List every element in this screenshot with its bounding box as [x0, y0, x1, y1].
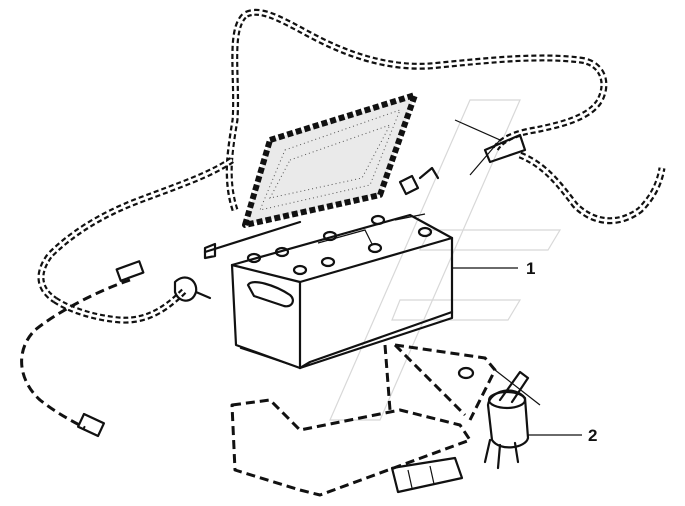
battery — [230, 213, 454, 370]
watermark-logo — [329, 99, 562, 421]
callout-1: 1 — [452, 259, 535, 278]
battery-cover — [242, 92, 418, 228]
cable-clamp — [454, 119, 527, 176]
battery-terminals — [246, 214, 433, 276]
callout-1-label: 1 — [526, 259, 535, 278]
terminal-hardware — [203, 166, 440, 260]
mounting-bracket — [230, 343, 497, 497]
callout-2: 2 — [528, 426, 597, 445]
callout-2-label: 2 — [588, 426, 597, 445]
battery-switch — [483, 369, 541, 470]
ground-cable — [20, 260, 212, 438]
cable-harness — [37, 8, 666, 324]
